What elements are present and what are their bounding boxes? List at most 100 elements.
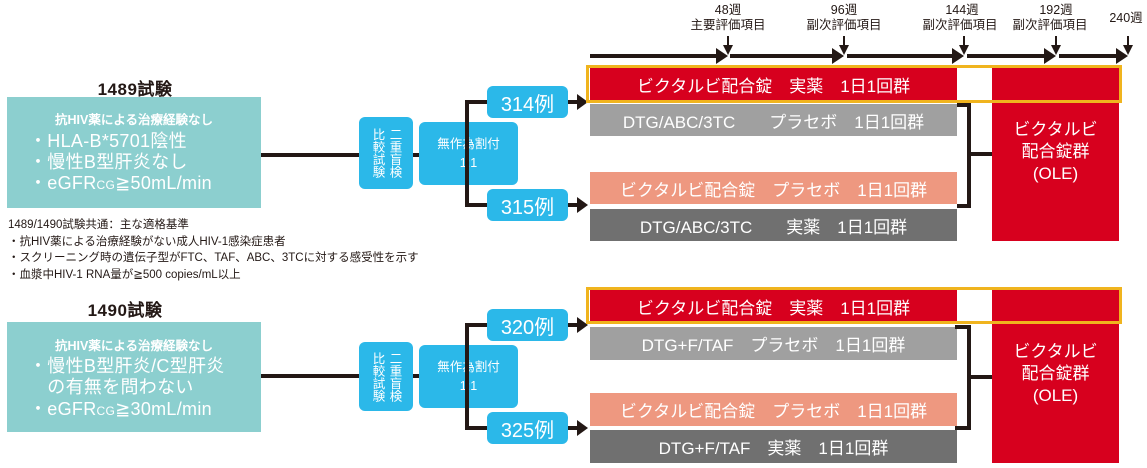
arrow-icon: [568, 197, 588, 213]
egfr-subscript: CG: [96, 178, 116, 192]
connector-line: [413, 153, 419, 157]
milestone-label-96: 副次評価項目: [806, 18, 882, 32]
design-comparative: 比較試験: [370, 128, 385, 178]
timeline-arrowhead: [832, 48, 844, 64]
milestone-arrow-96: [839, 45, 849, 55]
design-comparative: 比較試験: [370, 351, 385, 402]
bracket-line: [957, 204, 971, 208]
arm-row-bictarvy-active: ビクタルビ配合錠 実薬 1日1回群: [590, 68, 957, 100]
ole-line: 配合錠群: [1021, 364, 1090, 383]
criterion: ・慢性B型肝炎/C型肝炎: [29, 356, 225, 376]
egfr-threshold: ≧50mL/min: [115, 173, 212, 193]
timeline-segment: [590, 54, 717, 58]
bracket-line: [955, 325, 971, 329]
branch-line: [465, 323, 469, 430]
milestone-label-48: 主要評価項目: [690, 18, 766, 32]
milestone-arrow-192: [1051, 45, 1061, 55]
criteria-item: ・血漿中HIV-1 RNA量が≧500 copies/mL以上: [8, 268, 241, 281]
milestone-label-144: 副次評価項目: [922, 18, 998, 32]
design-box-1490: 比較試験 二重盲検: [359, 342, 413, 411]
milestone-marker-192: [1055, 36, 1057, 46]
milestone-marker-48: [727, 36, 729, 46]
branch-line: [465, 203, 487, 207]
population-header: 抗HIV薬による治療経験なし: [55, 113, 213, 127]
connector-line: [261, 374, 359, 378]
bracket-line: [955, 426, 971, 430]
ole-box-1490: ビクタルビ 配合錠群 (OLE): [992, 290, 1119, 463]
ole-line: ビクタルビ: [1013, 120, 1098, 139]
branch-line: [465, 426, 487, 430]
ole-line: 配合錠群: [1021, 142, 1090, 161]
arm-row-comparator-active: DTG+F/TAF 実薬 1日1回群: [590, 430, 957, 463]
timeline: [590, 36, 1133, 64]
timeline-arrowhead: [1044, 48, 1056, 64]
branch-line: [465, 100, 487, 104]
egfr-prefix: ・eGFR: [29, 173, 97, 193]
study-title-1489: 1489試験: [97, 80, 173, 99]
design-box-1489: 比較試験 二重盲検: [359, 117, 413, 189]
milestone-marker-96: [843, 36, 845, 46]
population-box-1489: 抗HIV薬による治療経験なし ・HLA-B*5701陰性 ・慢性B型肝炎なし ・…: [7, 97, 261, 208]
ole-line: (OLE): [1032, 164, 1079, 183]
branch-line: [465, 100, 469, 207]
criteria-title: 1489/1490試験共通：主な適格基準: [8, 219, 189, 231]
milestone-week-96: 96週: [830, 3, 858, 17]
criterion: の有無を問わない: [29, 377, 194, 397]
design-double-blind: 二重盲検: [387, 128, 402, 178]
criteria-item: ・抗HIV薬による治療経験がない成人HIV-1感染症患者: [8, 235, 286, 248]
arm-count-box: 315例: [487, 189, 568, 221]
bracket-line: [967, 152, 992, 156]
timeline-segment: [847, 54, 953, 58]
milestone-week-144: 144週: [945, 3, 979, 17]
criterion: ・慢性B型肝炎なし: [29, 152, 188, 172]
timeline-segment: [967, 54, 1045, 58]
arm-row-comparator-placebo: DTG+F/TAF プラセボ 1日1回群: [590, 327, 957, 360]
milestone-week-240: 240週: [1109, 11, 1143, 25]
milestone-arrow-48: [723, 45, 733, 55]
timeline-arrowhead: [716, 48, 728, 64]
connector-line: [261, 153, 359, 157]
timeline-segment: [1059, 54, 1117, 58]
population-box-1490: 抗HIV薬による治療経験なし ・慢性B型肝炎/C型肝炎 の有無を問わない ・eG…: [7, 322, 261, 432]
arm-row-comparator-active: DTG/ABC/3TC 実薬 1日1回群: [590, 209, 957, 241]
criteria-item: ・スクリーニング時の遺伝子型がFTC、TAF、ABC、3TCに対する感受性を示す: [8, 252, 419, 264]
connector-line: [413, 374, 419, 378]
arrow-icon: [568, 420, 588, 436]
milestone-marker-240: [1127, 36, 1129, 46]
arrow-icon: [568, 317, 588, 333]
ole-box-1489: ビクタルビ 配合錠群 (OLE): [992, 68, 1119, 241]
population-header: 抗HIV薬による治療経験なし: [55, 339, 213, 353]
bictarvy-continuation-frame: [586, 65, 1122, 103]
ole-line: (OLE): [1032, 386, 1079, 405]
timeline-segment: [730, 54, 833, 58]
arm-count-box: 314例: [487, 86, 568, 118]
milestone-label-192: 副次評価項目: [1012, 18, 1088, 32]
study-title-1490: 1490試験: [87, 301, 163, 320]
arm-count-box: 320例: [487, 309, 568, 341]
timeline-arrowhead: [1116, 48, 1128, 64]
design-double-blind: 二重盲検: [387, 351, 402, 402]
common-criteria: 1489/1490試験共通：主な適格基準 ・抗HIV薬による治療経験がない成人H…: [8, 217, 419, 283]
bracket-line: [957, 103, 971, 107]
bictarvy-continuation-frame: [586, 287, 1122, 324]
arrow-icon: [568, 94, 588, 110]
egfr-threshold: ≧30mL/min: [115, 399, 212, 419]
milestone-arrow-240: [1123, 45, 1133, 55]
arm-row-bictarvy-placebo: ビクタルビ配合錠 プラセボ 1日1回群: [590, 393, 957, 426]
milestone-marker-144: [963, 36, 965, 46]
criterion-egfr: ・eGFRCG≧30mL/min: [29, 399, 212, 422]
arm-row-bictarvy-active: ビクタルビ配合錠 実薬 1日1回群: [590, 290, 957, 322]
bracket-line: [967, 375, 992, 379]
arm-count-box: 325例: [487, 412, 568, 444]
arm-row-bictarvy-placebo: ビクタルビ配合錠 プラセボ 1日1回群: [590, 172, 957, 204]
egfr-prefix: ・eGFR: [29, 399, 97, 419]
egfr-subscript: CG: [96, 404, 116, 418]
criterion: ・HLA-B*5701陰性: [29, 131, 187, 151]
milestone-week-192: 192週: [1039, 3, 1073, 17]
timeline-arrowhead: [952, 48, 964, 64]
ole-line: ビクタルビ: [1013, 342, 1098, 361]
arm-row-comparator-placebo: DTG/ABC/3TC プラセボ 1日1回群: [590, 104, 957, 136]
criterion-egfr: ・eGFRCG≧50mL/min: [29, 173, 212, 196]
milestone-arrow-144: [959, 45, 969, 55]
branch-line: [465, 323, 487, 327]
